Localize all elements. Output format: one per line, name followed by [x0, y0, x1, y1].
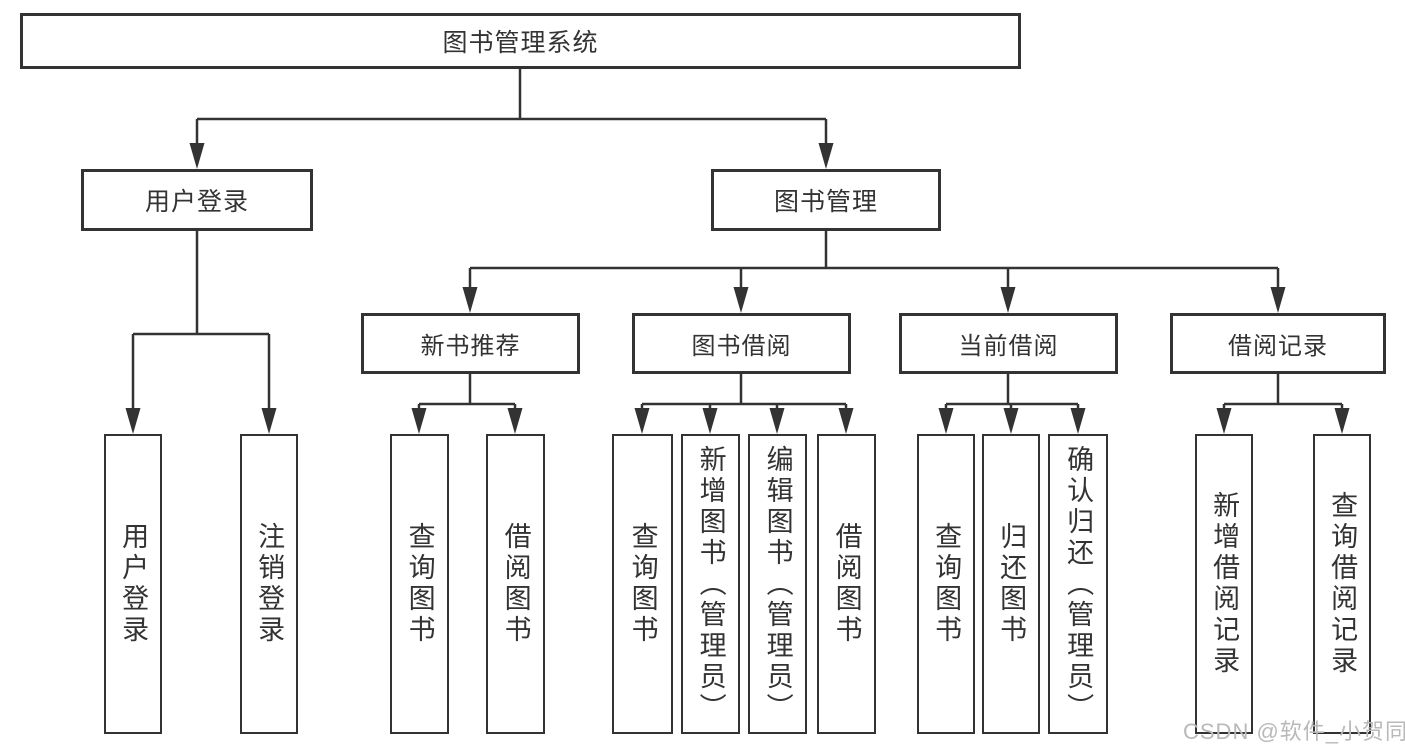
arrowhead [1003, 408, 1019, 434]
leaf-recommend-borrow-book: 借阅图书 [486, 434, 545, 734]
node-root: 图书管理系统 [20, 13, 1021, 69]
connector-root-to-level2 [195, 69, 828, 146]
node-new-book-recommend: 新书推荐 [361, 313, 580, 374]
leaf-label: 注销登录 [254, 522, 285, 646]
arrowhead [1070, 408, 1086, 434]
node-book-manage: 图书管理 [711, 169, 941, 231]
leaf-logout: 注销登录 [240, 434, 298, 734]
leaf-label: 新增图书（管理员） [695, 444, 726, 724]
arrowhead [838, 408, 854, 434]
arrowhead [1270, 287, 1286, 313]
node-user-login: 用户登录 [81, 169, 313, 231]
connector-manage-to-level3 [468, 231, 1280, 290]
csdn-watermark: CSDN @软件_小贺同学 [1183, 719, 1405, 744]
arrowhead [733, 287, 749, 313]
node-root-label: 图书管理系统 [442, 29, 599, 57]
arrowhead [634, 408, 650, 434]
node-borrow-records-label: 借阅记录 [1228, 333, 1328, 360]
arrowhead [769, 408, 785, 434]
leaf-label: 查询图书 [404, 522, 435, 646]
connector-current-to-leaves [944, 374, 1080, 411]
node-new-book-recommend-label: 新书推荐 [420, 333, 521, 360]
leaf-records-add-record: 新增借阅记录 [1195, 434, 1253, 734]
leaf-label: 用户登录 [118, 522, 149, 646]
leaf-borrow-query-book: 查询图书 [612, 434, 673, 734]
leaf-current-confirm-return-admin: 确认归还（管理员） [1048, 434, 1108, 734]
arrowhead [411, 408, 427, 434]
node-book-borrow-label: 图书借阅 [691, 333, 792, 360]
leaf-borrow-add-book-admin: 新增图书（管理员） [681, 434, 740, 734]
node-book-borrow: 图书借阅 [632, 313, 851, 374]
arrowhead [189, 143, 205, 169]
connector-recommend-to-leaves [417, 374, 517, 411]
arrowhead [938, 408, 954, 434]
leaf-recommend-query-book: 查询图书 [390, 434, 449, 734]
leaf-label: 查询图书 [627, 522, 658, 646]
arrowhead [818, 143, 834, 169]
leaf-label: 借阅图书 [831, 522, 862, 646]
arrowhead [125, 408, 141, 434]
leaf-label: 归还图书 [996, 522, 1027, 646]
leaf-label: 确认归还（管理员） [1063, 444, 1094, 724]
arrowhead [507, 408, 523, 434]
leaf-user-login: 用户登录 [104, 434, 162, 734]
leaf-borrow-borrow-book: 借阅图书 [817, 434, 876, 734]
leaf-borrow-edit-book-admin: 编辑图书（管理员） [748, 434, 807, 734]
arrowhead [1334, 408, 1350, 434]
node-current-borrow: 当前借阅 [899, 313, 1118, 374]
connector-records-to-leaves [1222, 374, 1344, 411]
node-book-manage-label: 图书管理 [773, 188, 878, 216]
node-user-login-label: 用户登录 [144, 188, 249, 216]
arrowhead [1216, 408, 1232, 434]
leaf-current-query-book: 查询图书 [917, 434, 975, 734]
leaf-label: 查询借阅记录 [1327, 491, 1358, 677]
arrowhead [1000, 287, 1016, 313]
connector-borrow-to-leaves [640, 374, 848, 411]
arrowhead [702, 408, 718, 434]
leaf-records-query-record: 查询借阅记录 [1313, 434, 1371, 734]
leaf-label: 借阅图书 [500, 522, 531, 646]
leaf-label: 查询图书 [931, 522, 962, 646]
node-borrow-records: 借阅记录 [1170, 313, 1386, 374]
connector-login-to-leaves [131, 231, 271, 411]
leaf-current-return-book: 归还图书 [982, 434, 1040, 734]
node-current-borrow-label: 当前借阅 [958, 333, 1059, 360]
leaf-label: 编辑图书（管理员） [762, 444, 793, 724]
arrowhead [261, 408, 277, 434]
arrowheads [125, 143, 1350, 434]
arrowhead [462, 287, 478, 313]
leaf-label: 新增借阅记录 [1209, 491, 1240, 677]
